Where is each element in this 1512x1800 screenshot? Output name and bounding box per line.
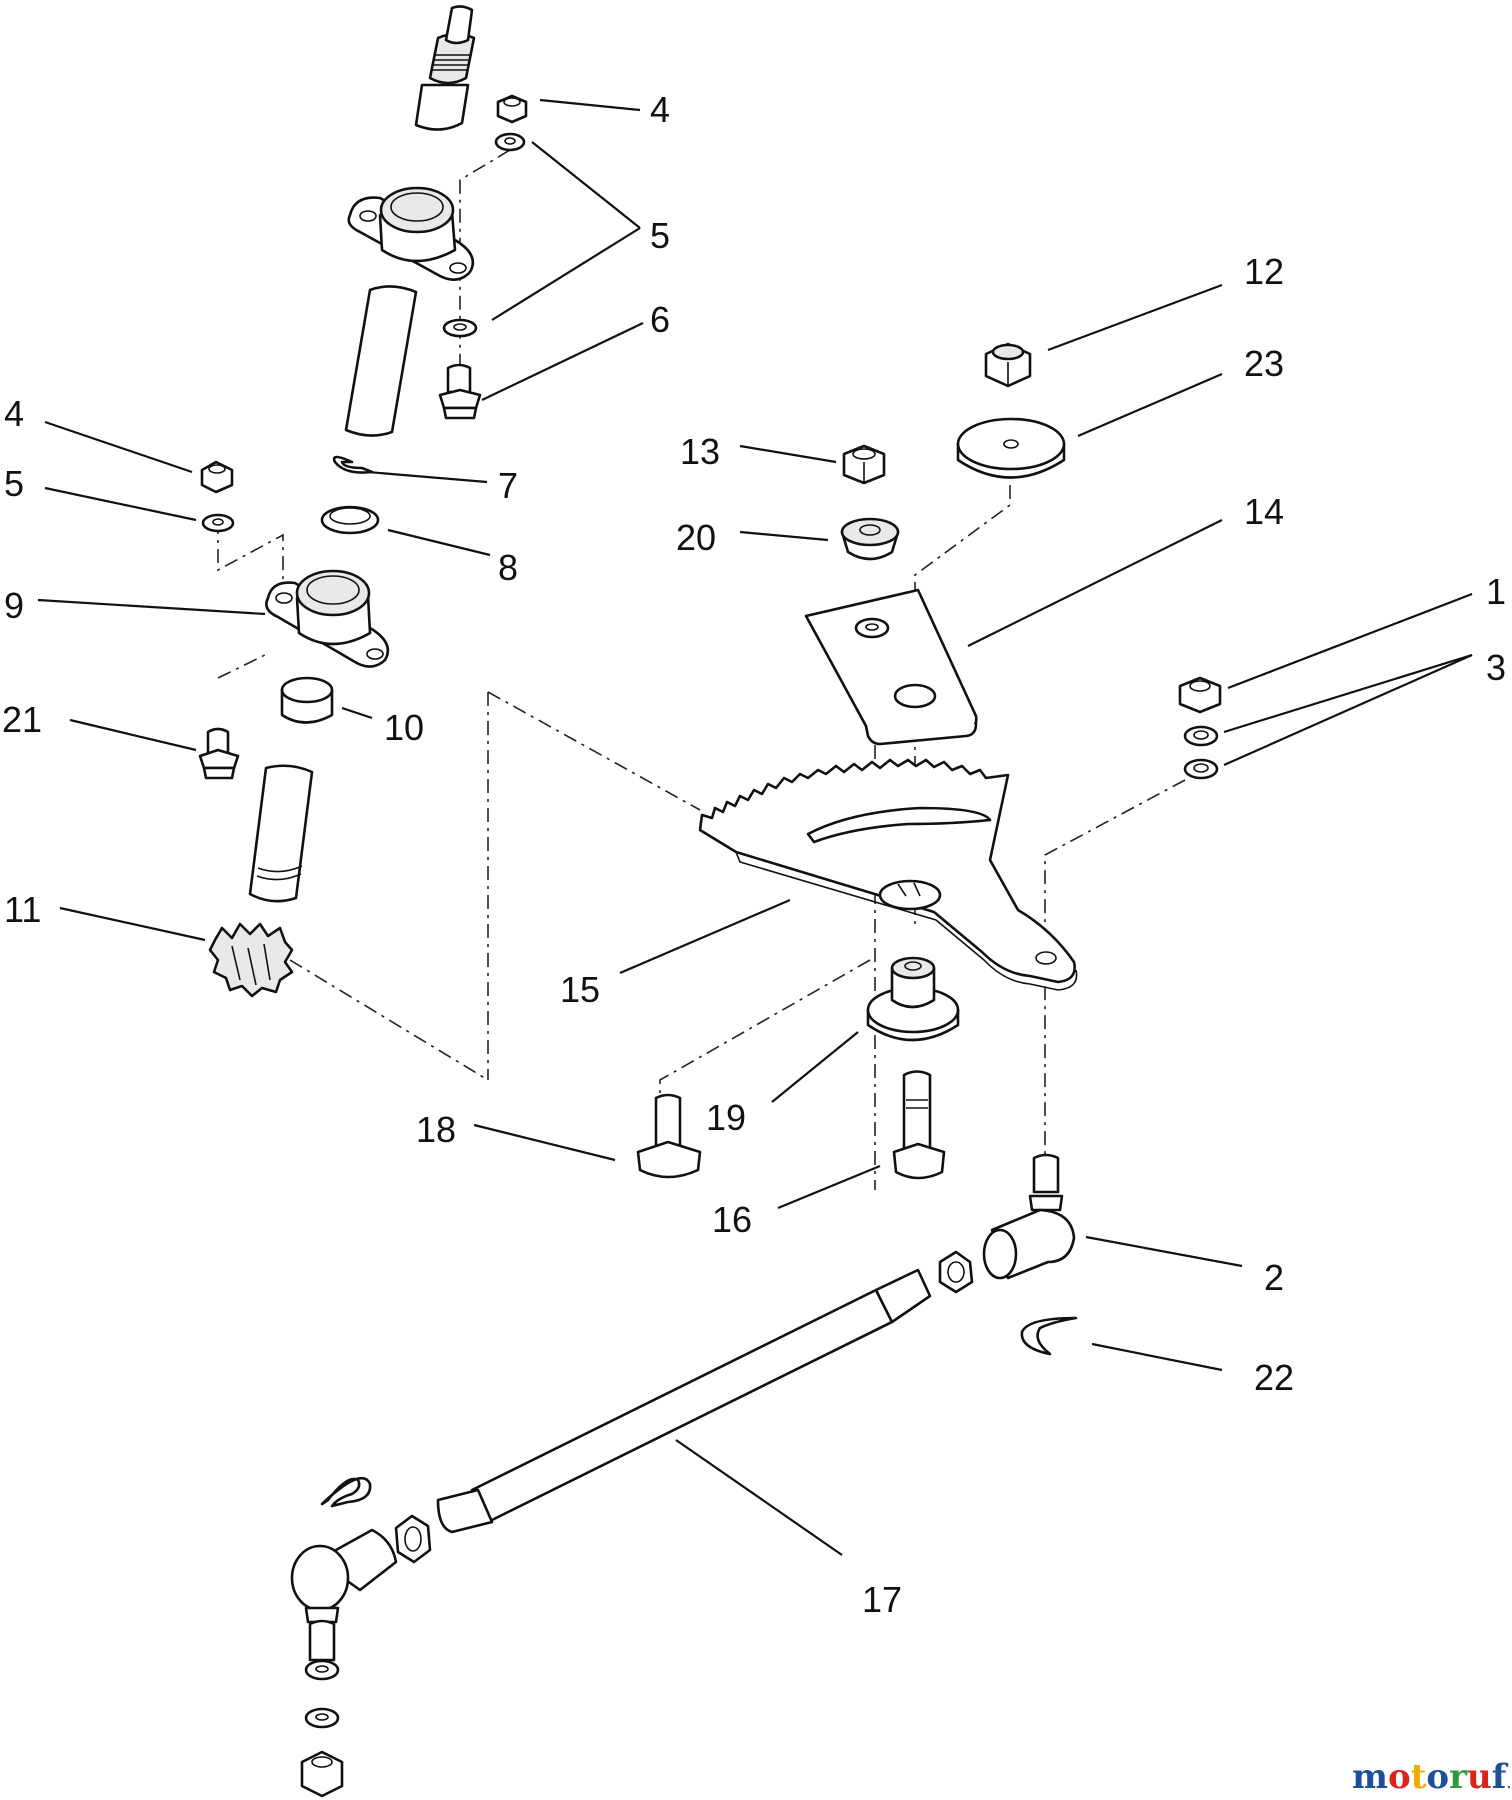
watermark-letter: o xyxy=(1388,1757,1411,1797)
assembly-lines xyxy=(217,149,1186,1190)
washer-bottom-1 xyxy=(304,1659,340,1681)
bearing-flange-lower xyxy=(265,569,390,668)
washer-3-upper xyxy=(1183,725,1219,747)
svg-text:motoruf.de: motoruf.de xyxy=(1352,1757,1512,1797)
watermark-letter: o xyxy=(1426,1757,1449,1797)
steering-arm-14 xyxy=(804,588,978,746)
callout-15: 15 xyxy=(560,969,600,1010)
bolt-16 xyxy=(892,1070,946,1180)
hairpin-22 xyxy=(1020,1316,1078,1356)
callout-7: 7 xyxy=(498,465,518,506)
callout-23: 23 xyxy=(1244,343,1284,384)
bolt-21 xyxy=(198,727,240,780)
callout-10: 10 xyxy=(384,707,424,748)
nut-12 xyxy=(984,342,1032,388)
callout-labels: 4 5 6 4 5 7 8 9 10 21 11 12 23 13 20 14 … xyxy=(2,89,1506,1620)
ball-joint-2 xyxy=(982,1153,1076,1280)
bolt-6 xyxy=(438,363,482,420)
watermark-logo: motoruf.de xyxy=(1352,1757,1512,1797)
callout-2: 2 xyxy=(1264,1257,1284,1298)
callout-11: 11 xyxy=(4,889,41,930)
e-clip-7 xyxy=(332,455,374,474)
washer-5-left xyxy=(201,513,235,533)
ball-joint-left xyxy=(290,1528,398,1662)
callout-5-top: 5 xyxy=(650,215,670,256)
callout-17: 17 xyxy=(862,1579,902,1620)
steering-tube-upper xyxy=(344,285,418,437)
jam-nut-left xyxy=(394,1514,432,1564)
callout-22: 22 xyxy=(1254,1357,1294,1398)
callout-18: 18 xyxy=(416,1109,456,1150)
callout-4-left: 4 xyxy=(4,393,24,434)
ring-8 xyxy=(320,505,380,535)
spacer-19 xyxy=(866,956,960,1042)
watermark-letter: r xyxy=(1449,1757,1468,1797)
callout-20: 20 xyxy=(676,517,716,558)
jam-nut-right xyxy=(938,1250,974,1294)
washer-23 xyxy=(956,417,1066,479)
callout-3: 3 xyxy=(1486,647,1506,688)
steering-shaft-lower xyxy=(248,764,314,903)
callout-14: 14 xyxy=(1244,491,1284,532)
watermark-letter: t xyxy=(1411,1757,1427,1797)
nut-bottom xyxy=(300,1750,344,1798)
parts xyxy=(198,5,1222,1798)
callout-4-top: 4 xyxy=(650,89,670,130)
callout-8: 8 xyxy=(498,547,518,588)
hairpin-left xyxy=(320,1476,372,1508)
nut-1 xyxy=(1178,676,1222,714)
callout-1: 1 xyxy=(1486,571,1506,612)
nut-13 xyxy=(842,444,886,485)
washer-bottom-2 xyxy=(304,1707,340,1729)
tie-rod-17 xyxy=(436,1268,932,1534)
callout-6: 6 xyxy=(650,299,670,340)
watermark-suffix: .de xyxy=(1506,1773,1512,1792)
leader-lines xyxy=(37,98,1473,1556)
bearing-flange-upper xyxy=(347,186,475,281)
steering-shaft-spline xyxy=(414,5,476,131)
grommet-20 xyxy=(840,517,900,561)
callout-9: 9 xyxy=(4,585,24,626)
watermark-letter: m xyxy=(1352,1757,1388,1797)
callout-5-left: 5 xyxy=(4,463,24,504)
gear-sector-15 xyxy=(698,758,1078,991)
callout-16: 16 xyxy=(712,1199,752,1240)
washer-3-lower xyxy=(1183,758,1219,780)
pinion-gear-11 xyxy=(208,922,294,998)
callout-19: 19 xyxy=(706,1097,746,1138)
callout-13: 13 xyxy=(680,431,720,472)
watermark-letter: f xyxy=(1492,1757,1509,1797)
watermark-letter: u xyxy=(1467,1757,1492,1797)
callout-12: 12 xyxy=(1244,251,1284,292)
washer-5-mid xyxy=(442,318,478,338)
nut-4-top xyxy=(494,94,528,152)
callout-21: 21 xyxy=(2,699,42,740)
bolt-18 xyxy=(636,1093,702,1179)
bushing-10 xyxy=(280,676,334,724)
nut-4-left xyxy=(200,460,234,494)
